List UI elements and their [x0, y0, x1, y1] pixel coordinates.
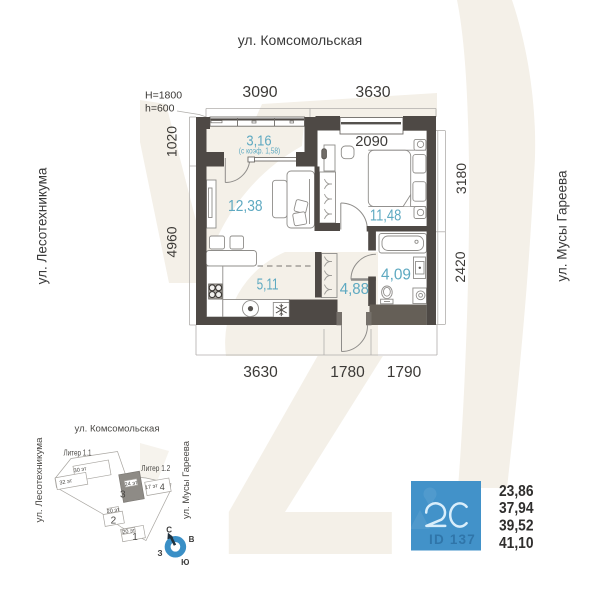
svg-text:ул. Лесотехникума: ул. Лесотехникума — [35, 167, 50, 284]
svg-text:(с коэф. 1,58): (с коэф. 1,58) — [239, 145, 281, 155]
svg-text:41,10: 41,10 — [499, 535, 534, 552]
svg-text:ул. Мусы Гареева: ул. Мусы Гареева — [555, 170, 570, 282]
svg-text:30 эт: 30 эт — [73, 466, 87, 474]
svg-text:1790: 1790 — [387, 364, 422, 381]
svg-text:4,09: 4,09 — [381, 267, 411, 284]
svg-text:З: З — [157, 549, 162, 558]
svg-text:С: С — [166, 525, 172, 534]
svg-text:32 эт: 32 эт — [59, 478, 73, 486]
svg-text:ID 137: ID 137 — [429, 532, 476, 547]
svg-text:1780: 1780 — [330, 364, 365, 381]
svg-text:1: 1 — [132, 532, 138, 543]
svg-text:H=1800: H=1800 — [145, 90, 182, 102]
svg-text:3630: 3630 — [243, 364, 278, 381]
svg-text:2: 2 — [111, 516, 117, 527]
svg-text:h=600: h=600 — [145, 103, 175, 115]
svg-text:11,48: 11,48 — [370, 208, 402, 225]
svg-text:ул. Комсомольская: ул. Комсомольская — [238, 32, 363, 48]
svg-text:3,16: 3,16 — [246, 134, 271, 150]
svg-text:В: В — [189, 535, 195, 544]
svg-text:12,38: 12,38 — [228, 198, 263, 215]
svg-text:24 эт: 24 эт — [124, 480, 138, 488]
svg-text:3630: 3630 — [355, 84, 390, 101]
svg-text:3: 3 — [120, 490, 126, 501]
svg-text:3090: 3090 — [242, 84, 277, 101]
svg-text:Литер 1.1: Литер 1.1 — [64, 449, 92, 458]
svg-text:4: 4 — [160, 482, 165, 492]
svg-text:1020: 1020 — [164, 126, 180, 157]
svg-text:4960: 4960 — [164, 226, 180, 257]
svg-text:4,88: 4,88 — [340, 281, 369, 298]
svg-text:23,86: 23,86 — [499, 483, 534, 500]
svg-text:20 эт: 20 эт — [122, 528, 136, 536]
svg-text:Литер 1.2: Литер 1.2 — [141, 464, 170, 473]
svg-text:2420: 2420 — [452, 251, 468, 282]
svg-text:37,94: 37,94 — [499, 500, 534, 517]
svg-text:ул. Комсомольская: ул. Комсомольская — [75, 424, 160, 434]
svg-text:17 эт: 17 эт — [145, 483, 159, 491]
svg-text:Ю: Ю — [181, 558, 189, 567]
svg-text:5,11: 5,11 — [257, 277, 279, 294]
svg-text:20 эт: 20 эт — [106, 507, 120, 515]
svg-text:ул. Мусы Гареева: ул. Мусы Гареева — [181, 441, 191, 519]
svg-text:2090: 2090 — [355, 134, 388, 150]
svg-text:39,52: 39,52 — [499, 518, 534, 535]
svg-text:3180: 3180 — [453, 163, 469, 194]
svg-text:ул. Лесотехникума: ул. Лесотехникума — [34, 438, 44, 523]
